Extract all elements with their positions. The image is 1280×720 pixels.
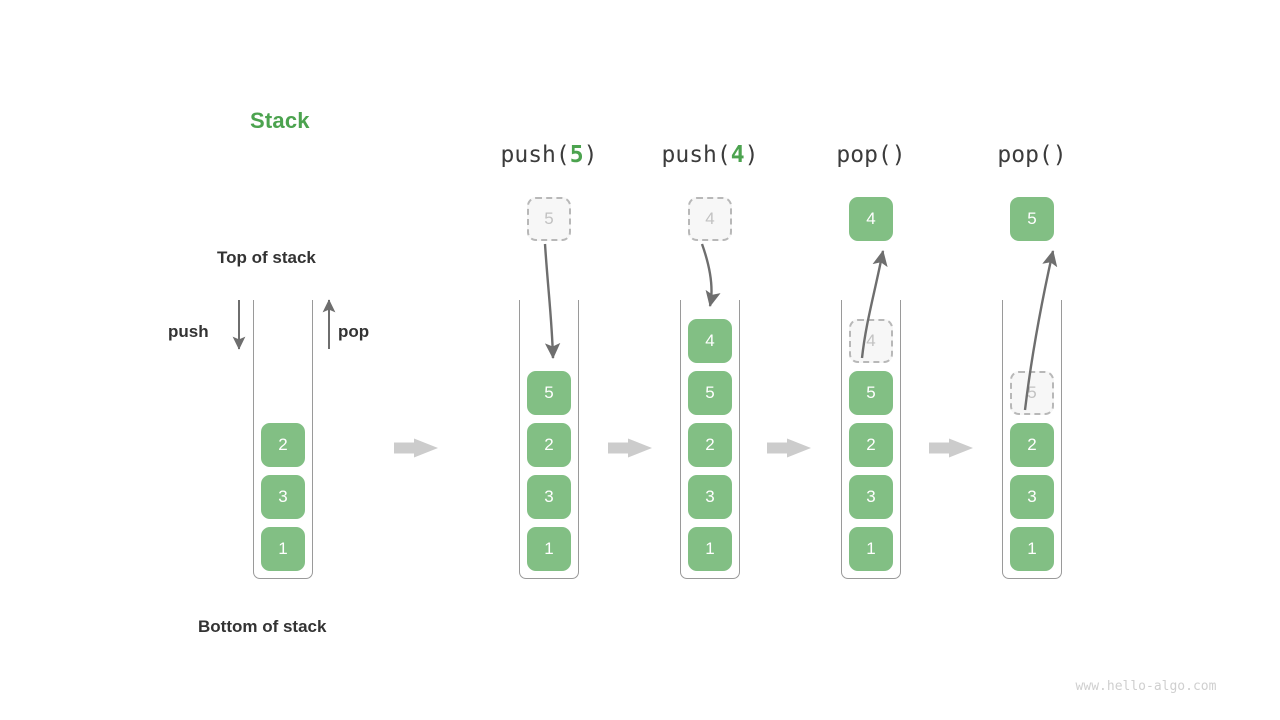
label-top-of-stack: Top of stack: [217, 248, 316, 267]
stack-cell: 1: [261, 527, 305, 571]
flow-arrow-icon: [608, 438, 652, 458]
stack-cell: 2: [1010, 423, 1054, 467]
stack-cell: 1: [1010, 527, 1054, 571]
stack-cell: 2: [688, 423, 732, 467]
header-prefix: pop(: [836, 142, 892, 168]
stack-cell: 5: [688, 371, 732, 415]
header-prefix: push(: [661, 142, 731, 168]
stack-cell: 4: [688, 319, 732, 363]
flow-arrow-icon: [394, 438, 438, 458]
stack-cell: 5: [849, 371, 893, 415]
ghost-cell-in-stack: 5: [1010, 371, 1054, 415]
stack-cell: 3: [1010, 475, 1054, 519]
stack-container-push-5: 1 3 2 5: [519, 300, 579, 579]
column-header-pop-5: pop(): [997, 142, 1066, 168]
header-suffix: ): [891, 142, 906, 168]
stack-cell: 3: [527, 475, 571, 519]
stack-container-pop-4: 1 3 2 5 4: [841, 300, 901, 579]
flow-arrow-icon: [767, 438, 811, 458]
flow-arrow-icon: [929, 438, 973, 458]
label-push: push: [168, 322, 209, 341]
popped-cell: 4: [849, 197, 893, 241]
push-4-arrow-icon: [700, 243, 721, 307]
stack-cell: 3: [849, 475, 893, 519]
stack-walls: [680, 300, 740, 579]
column-header-push-4: push(4): [662, 142, 759, 168]
label-bottom-of-stack: Bottom of stack: [198, 617, 327, 636]
header-prefix: pop(: [997, 142, 1053, 168]
stack-walls: [841, 300, 901, 579]
stack-container-push-4: 1 3 2 5 4: [680, 300, 740, 579]
label-pop: pop: [338, 322, 370, 341]
header-suffix: ): [744, 142, 759, 168]
stack-walls: [253, 300, 313, 579]
stack-cell: 2: [849, 423, 893, 467]
header-value: 5: [569, 142, 584, 168]
stack-cell: 3: [688, 475, 732, 519]
header-prefix: push(: [500, 142, 570, 168]
stack-walls: [1002, 300, 1062, 579]
watermark: www.hello-algo.com: [1075, 679, 1217, 694]
stack-cell: 2: [527, 423, 571, 467]
stack-container-pop-5: 1 3 2 5: [1002, 300, 1062, 579]
header-suffix: ): [1052, 142, 1067, 168]
popped-cell: 5: [1010, 197, 1054, 241]
stack-cell: 5: [527, 371, 571, 415]
header-value: 4: [730, 142, 745, 168]
ghost-cell-in-stack: 4: [849, 319, 893, 363]
stack-cell: 1: [527, 527, 571, 571]
header-suffix: ): [583, 142, 598, 168]
column-header-push-5: push(5): [501, 142, 598, 168]
stack-cell: 3: [261, 475, 305, 519]
page-title: Stack: [250, 108, 310, 133]
pending-push-cell: 4: [688, 197, 732, 241]
stack-cell: 1: [688, 527, 732, 571]
column-header-pop-4: pop(): [836, 142, 905, 168]
stack-cell: 1: [849, 527, 893, 571]
stack-walls: [519, 300, 579, 579]
stack-container-initial: 1 3 2: [253, 300, 313, 579]
pending-push-cell: 5: [527, 197, 571, 241]
stack-cell: 2: [261, 423, 305, 467]
